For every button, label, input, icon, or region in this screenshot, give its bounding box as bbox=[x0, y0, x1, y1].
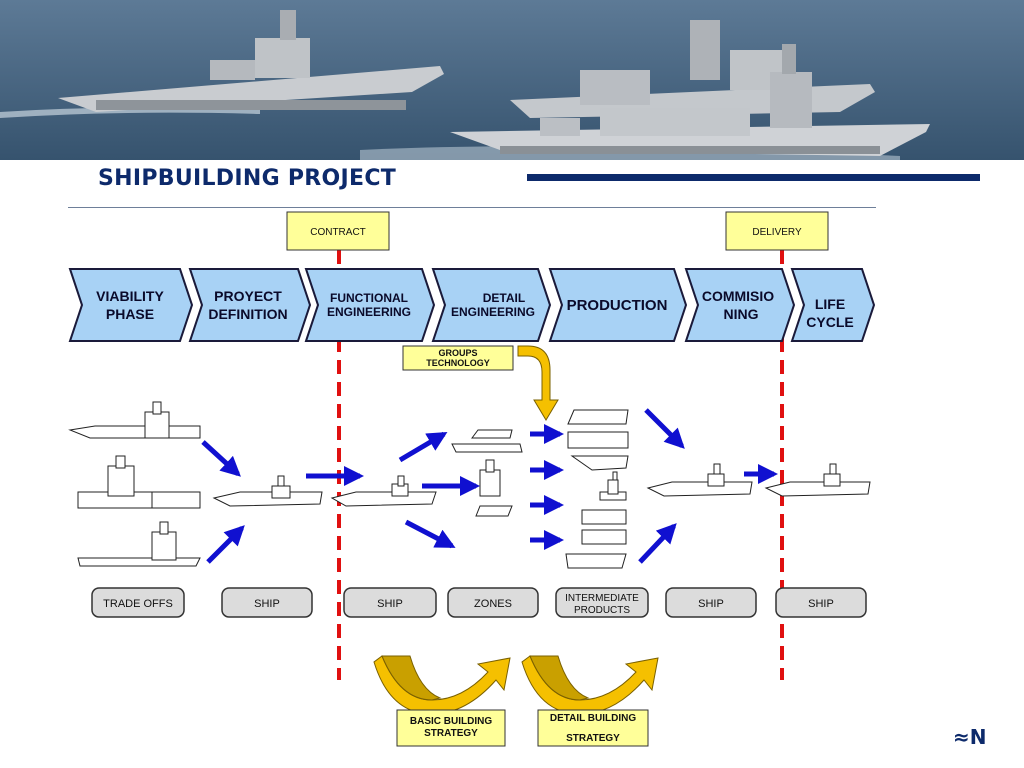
ship-sketches bbox=[68, 401, 871, 569]
stage-trade-offs: TRADE OFFS bbox=[91, 587, 185, 618]
title-underline-bar bbox=[527, 174, 980, 181]
basic-building-strategy-box: BASIC BUILDING STRATEGY bbox=[396, 709, 506, 747]
stage-ship-definition-label: SHIP bbox=[254, 598, 280, 610]
flow-arrow bbox=[206, 525, 245, 564]
contract-milestone: CONTRACT bbox=[286, 211, 390, 251]
zone-blocks bbox=[451, 429, 523, 517]
phase-detail-engineering-line1: DETAIL bbox=[483, 291, 525, 305]
detail-strategy-line2: STRATEGY bbox=[566, 733, 620, 744]
stage-ship-commissioning: SHIP bbox=[665, 587, 757, 618]
stage-ship-functional: SHIP bbox=[343, 587, 437, 618]
warship-right bbox=[450, 44, 930, 156]
ship-life-cycle bbox=[764, 463, 871, 497]
phase-life-cycle-line1: LIFE bbox=[815, 296, 845, 312]
phase-detail-engineering: DETAIL ENGINEERING bbox=[431, 268, 552, 342]
phase-commissioning-line2: NING bbox=[724, 306, 759, 322]
phase-viability: VIABILITY PHASE bbox=[68, 268, 194, 342]
ship-option-2 bbox=[77, 455, 201, 509]
phase-life-cycle: LIFE CYCLE bbox=[790, 268, 876, 342]
basic-strategy-line1: BASIC BUILDING bbox=[410, 716, 492, 727]
stage-zones: ZONES bbox=[447, 587, 539, 618]
stage-ship-commissioning-label: SHIP bbox=[698, 598, 724, 610]
phase-viability-line1: VIABILITY bbox=[96, 288, 164, 304]
stage-ship-definition: SHIP bbox=[221, 587, 313, 618]
ship-project-definition bbox=[212, 475, 323, 507]
phase-viability-line2: PHASE bbox=[106, 306, 154, 322]
phase-commissioning-line1: COMMISIO bbox=[702, 288, 774, 304]
stage-ship-functional-label: SHIP bbox=[377, 598, 403, 610]
detail-building-strategy-box: DETAIL BUILDING STRATEGY bbox=[537, 709, 649, 747]
contract-label: CONTRACT bbox=[310, 227, 366, 238]
phase-production: PRODUCTION bbox=[548, 268, 688, 342]
intermediate-product-blocks bbox=[565, 409, 629, 569]
flow-arrow bbox=[638, 523, 677, 564]
stage-intermediate-products-line2: PRODUCTS bbox=[574, 605, 630, 616]
flow-arrow bbox=[201, 440, 241, 477]
warship-left bbox=[58, 10, 444, 112]
detail-strategy-line1: DETAIL BUILDING bbox=[550, 713, 637, 724]
basic-strategy-arrow bbox=[373, 655, 511, 715]
basic-strategy-line2: STRATEGY bbox=[424, 728, 478, 739]
warships-photo bbox=[0, 0, 1024, 160]
company-logo: ≈N bbox=[953, 725, 987, 749]
ship-commissioning bbox=[646, 463, 753, 497]
flow-arrows bbox=[201, 408, 778, 564]
stage-zones-label: ZONES bbox=[474, 598, 512, 610]
phase-functional-engineering: FUNCTIONAL ENGINEERING bbox=[304, 268, 436, 342]
phase-functional-engineering-line2: ENGINEERING bbox=[327, 305, 411, 319]
delivery-label: DELIVERY bbox=[752, 227, 802, 238]
phase-detail-engineering-line2: ENGINEERING bbox=[451, 305, 535, 319]
phase-functional-engineering-line1: FUNCTIONAL bbox=[330, 291, 408, 305]
detail-strategy-arrow bbox=[521, 655, 659, 715]
groups-technology-line2: TECHNOLOGY bbox=[426, 358, 490, 368]
phase-project-definition-line2: DEFINITION bbox=[208, 306, 287, 322]
groups-technology-arrow bbox=[517, 345, 559, 421]
groups-technology-box: GROUPS TECHNOLOGY bbox=[402, 345, 514, 371]
divider-line bbox=[68, 207, 876, 208]
phase-project-definition-line1: PROYECT bbox=[214, 288, 282, 304]
stage-intermediate-products: INTERMEDIATE PRODUCTS bbox=[555, 587, 649, 618]
header-banner-photo bbox=[0, 0, 1024, 160]
slide-title: SHIPBUILDING PROJECT bbox=[98, 166, 397, 191]
flow-arrow bbox=[398, 431, 448, 463]
phase-life-cycle-line2: CYCLE bbox=[806, 314, 853, 330]
ship-functional-engineering bbox=[330, 475, 437, 507]
ship-option-1 bbox=[68, 401, 201, 439]
phase-production-line1: PRODUCTION bbox=[567, 297, 668, 314]
phase-commissioning: COMMISIO NING bbox=[684, 268, 796, 342]
stage-ship-life-cycle-label: SHIP bbox=[808, 598, 834, 610]
flow-arrow bbox=[404, 519, 456, 549]
groups-technology-line1: GROUPS bbox=[438, 348, 477, 358]
phase-project-definition: PROYECT DEFINITION bbox=[188, 268, 312, 342]
stage-intermediate-products-line1: INTERMEDIATE bbox=[565, 593, 639, 604]
stage-trade-offs-label: TRADE OFFS bbox=[103, 598, 173, 610]
flow-arrow bbox=[644, 408, 685, 449]
ship-option-3 bbox=[77, 521, 201, 567]
delivery-milestone: DELIVERY bbox=[725, 211, 829, 251]
stage-ship-life-cycle: SHIP bbox=[775, 587, 867, 618]
